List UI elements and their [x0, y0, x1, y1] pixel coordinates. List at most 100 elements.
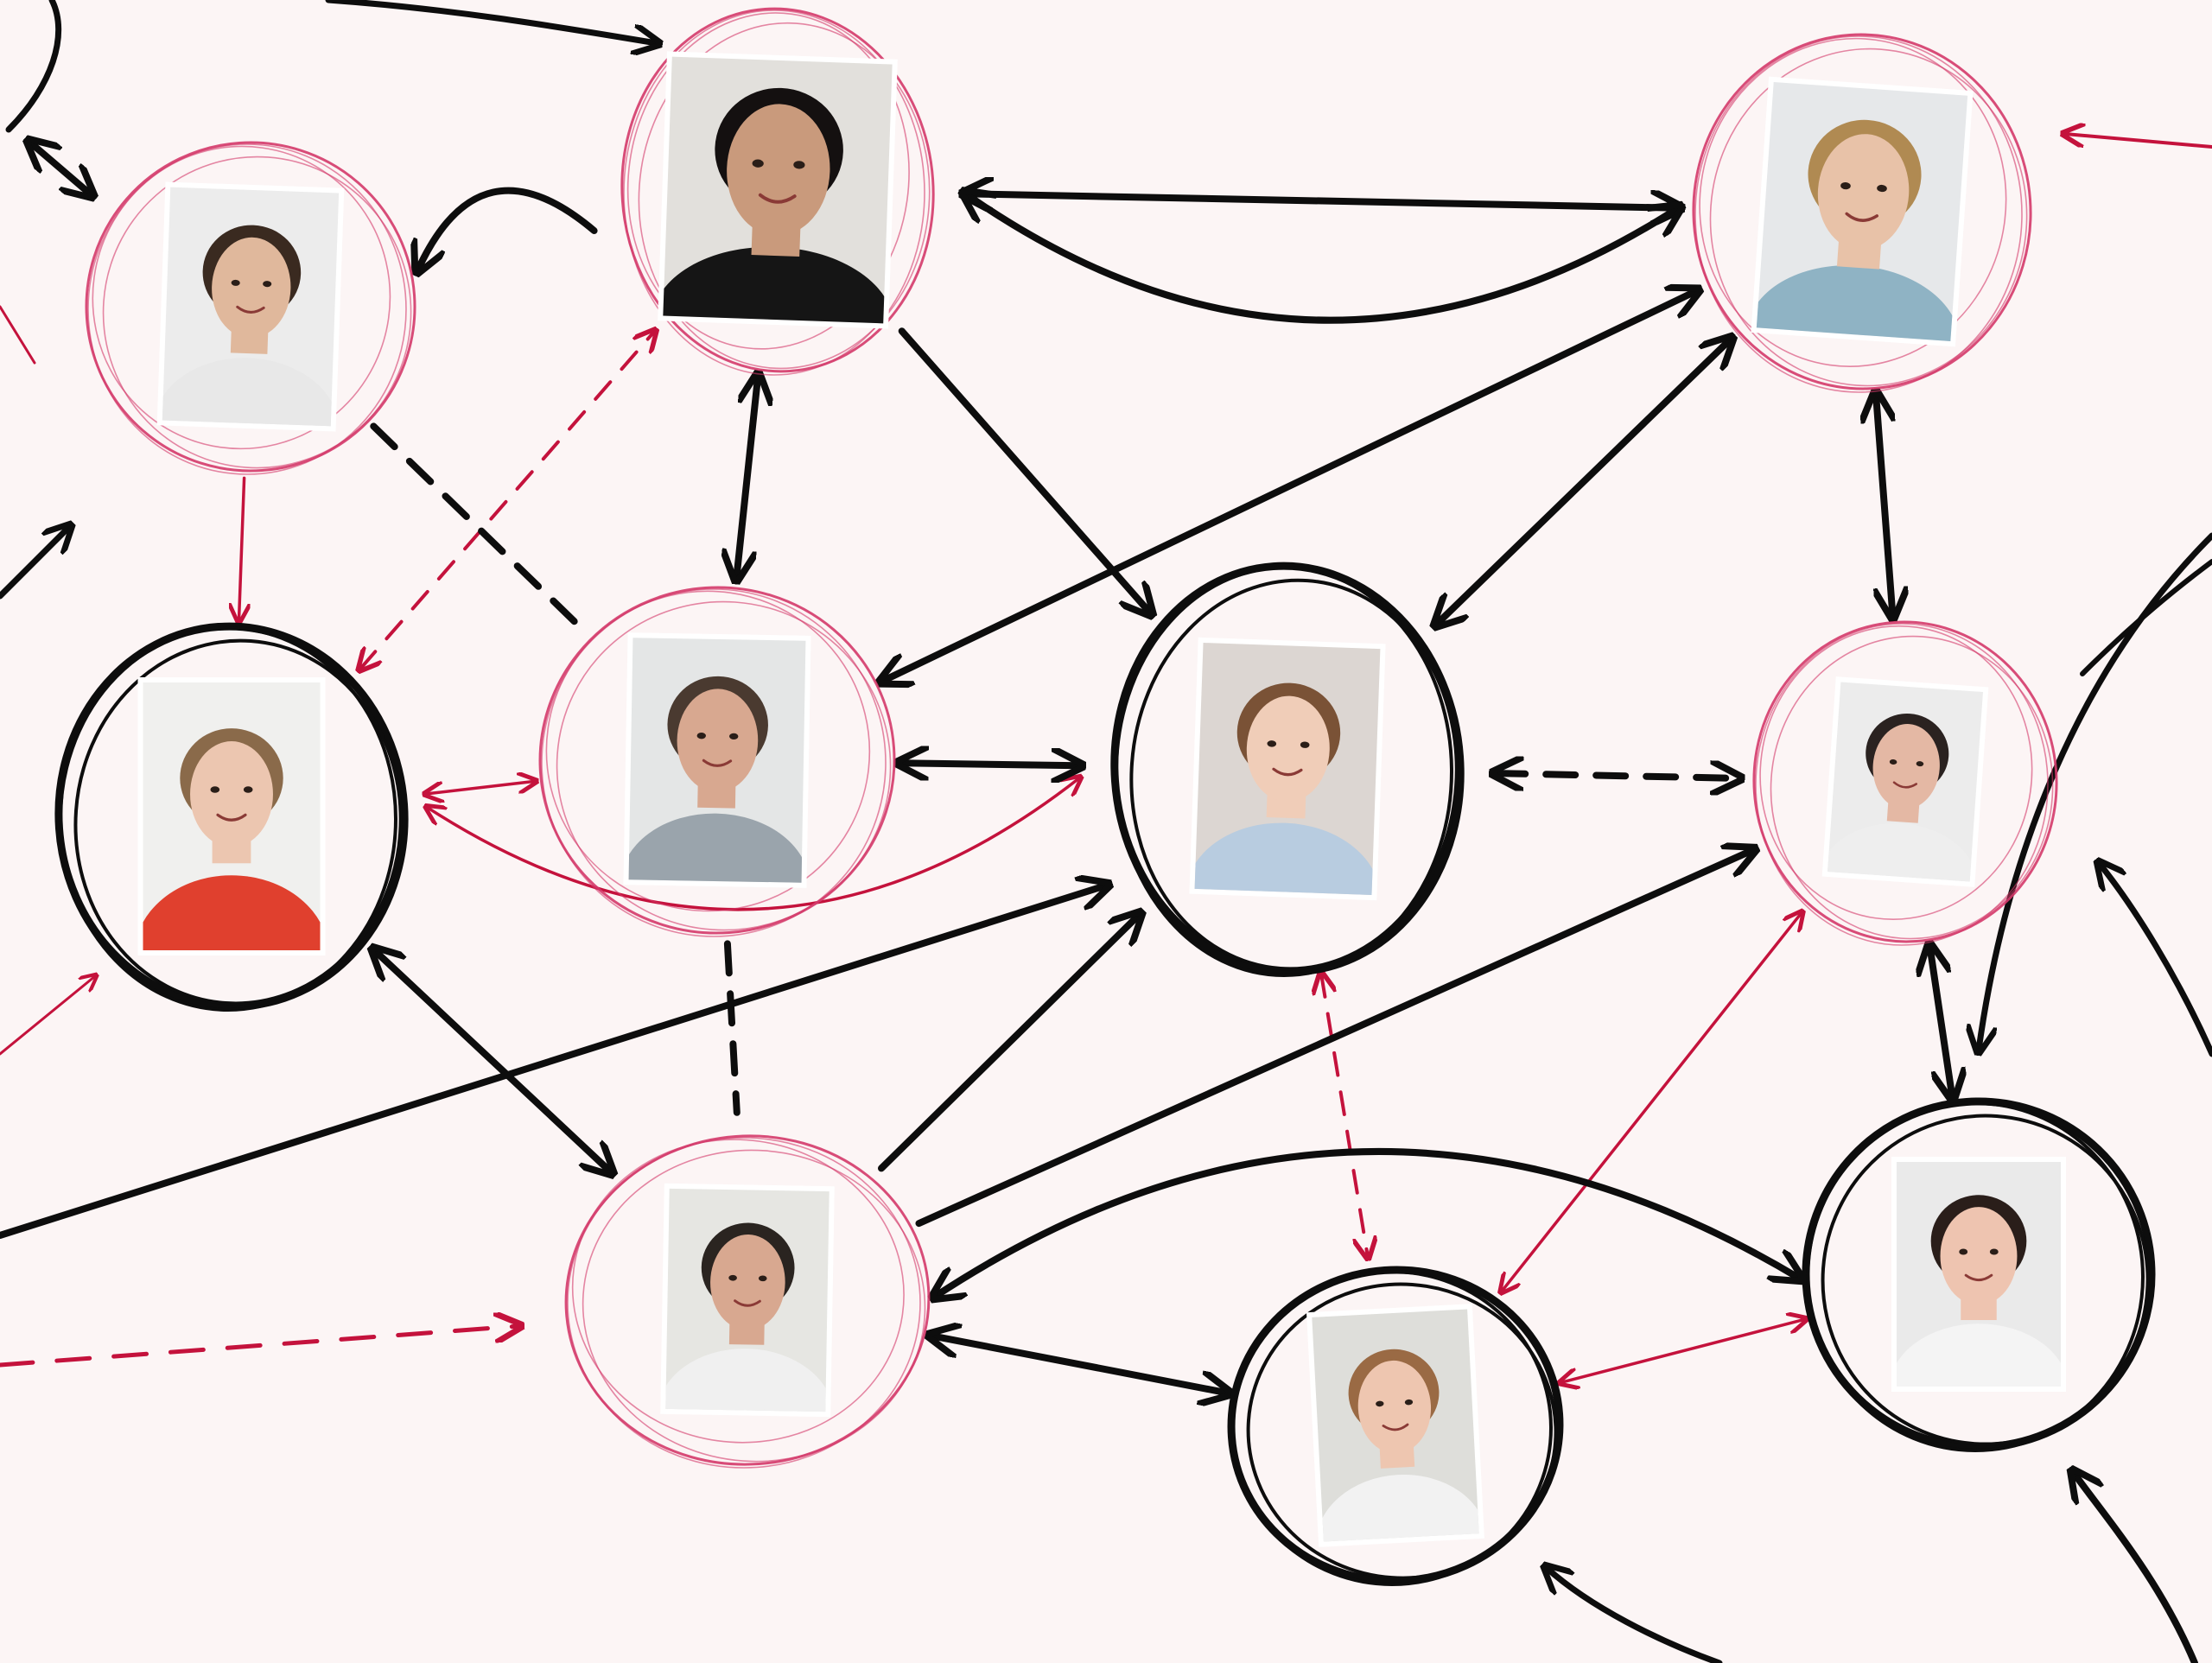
connections-layer	[239, 191, 1953, 1393]
connection-man-curly-hair-to-woman-blonde	[966, 194, 1679, 208]
person-portrait-icon	[1316, 1349, 1479, 1542]
person-portrait-icon	[628, 676, 806, 883]
woman-blonde-ring	[1699, 37, 2007, 367]
person-portrait-icon	[663, 87, 893, 324]
man-short-hair-left-ring	[85, 141, 416, 473]
person-node-woman-center[interactable]	[1101, 555, 1474, 984]
connection-man-short-hair-left-to-woman-left	[239, 476, 245, 620]
connection-man-short-hair-left-to-man-bald-center	[370, 422, 589, 636]
woman-bottom-center-ring	[1231, 1270, 1553, 1586]
woman-glasses-ring	[1759, 625, 2033, 920]
person-portrait-icon	[162, 225, 340, 427]
connection-offcanvas-left-1	[0, 305, 36, 365]
connection-offcanvas-top	[325, 0, 657, 43]
connection-man-bottom-to-woman-center	[878, 915, 1139, 1172]
woman-glasses-photo	[1821, 676, 1989, 887]
connection-offcanvas-top-left	[5, 0, 62, 133]
person-node-woman-left[interactable]	[46, 615, 417, 1037]
person-node-woman-bottom-center[interactable]	[1221, 1259, 1570, 1614]
connection-man-curly-hair-to-woman-blonde	[966, 194, 1679, 324]
woman-bottom-right-photo	[1891, 1157, 2066, 1392]
woman-blonde-ring	[1694, 35, 2023, 393]
man-short-hair-left-ring	[92, 145, 391, 450]
woman-left-ring	[73, 638, 403, 1006]
man-curly-hair-ring	[626, 12, 910, 350]
connection-offcanvas-right-3	[2100, 864, 2212, 1057]
woman-bottom-center-photo	[1306, 1304, 1484, 1547]
woman-bottom-center-ring	[1246, 1282, 1558, 1580]
woman-blonde-ring	[1692, 33, 2032, 390]
man-bald-center-ring	[541, 588, 887, 937]
connection-offcanvas-right-5	[2080, 559, 2212, 676]
man-bald-center-ring	[556, 600, 892, 931]
connection-woman-blonde-to-woman-glasses	[1876, 395, 1892, 615]
man-bottom-ring	[582, 1149, 926, 1463]
woman-center-ring	[1129, 578, 1459, 971]
person-node-man-short-hair-left[interactable]	[73, 127, 426, 501]
connection-woman-bottom-right-to-man-bottom	[936, 1148, 1800, 1296]
woman-glasses-ring	[1755, 623, 2049, 946]
connection-man-bald-center-to-woman-center	[901, 763, 1079, 765]
woman-glasses-ring	[1770, 635, 2054, 940]
man-bottom-ring	[564, 1134, 931, 1466]
connection-woman-glasses-to-woman-bottom-right	[1930, 948, 1953, 1097]
connection-woman-center-to-woman-blonde	[1437, 340, 1730, 624]
woman-blonde-ring	[1709, 48, 2028, 387]
person-node-woman-glasses[interactable]	[1741, 608, 2067, 952]
man-short-hair-left-ring	[102, 156, 412, 469]
man-bald-center-photo	[623, 632, 811, 888]
connection-man-bottom-to-woman-bottom-center	[932, 1336, 1228, 1393]
man-curly-hair-ring	[620, 7, 935, 373]
connection-offcanvas-left-3	[0, 976, 95, 1056]
connection-woman-center-to-woman-glasses	[1496, 773, 1738, 778]
connection-man-bald-center-to-man-bottom	[723, 940, 741, 1116]
connection-woman-left-to-man-bald-center	[427, 781, 535, 794]
connection-woman-bottom-right-to-woman-bottom-center	[1561, 1319, 1805, 1382]
person-node-woman-blonde[interactable]	[1679, 19, 2043, 421]
woman-center-photo	[1189, 637, 1386, 901]
man-bottom-ring	[567, 1137, 921, 1469]
people-nodes-layer	[46, 0, 2164, 1614]
woman-blonde-photo	[1751, 76, 1974, 347]
person-node-man-bald-center[interactable]	[525, 570, 906, 960]
person-portrait-icon	[1194, 682, 1381, 895]
man-bald-center-ring	[545, 590, 871, 912]
connection-offcanvas-right-4	[2074, 1473, 2198, 1663]
person-node-woman-bottom-right[interactable]	[1795, 1090, 2164, 1459]
woman-left-photo	[137, 677, 326, 955]
connection-offcanvas-right-2	[1979, 532, 2212, 1050]
man-short-hair-left-ring	[87, 143, 407, 475]
connection-woman-glasses-to-woman-bottom-center	[1502, 913, 1802, 1292]
woman-left-ring	[59, 626, 397, 1012]
man-curly-hair-photo	[658, 51, 898, 329]
man-curly-hair-ring	[623, 10, 925, 376]
connection-offcanvas-right-1	[2065, 134, 2212, 149]
person-portrait-icon	[665, 1222, 830, 1412]
woman-center-ring	[1115, 566, 1453, 977]
connection-offcanvas-bottom	[1547, 1568, 1723, 1663]
person-portrait-icon	[1897, 1195, 2061, 1387]
woman-bottom-right-ring	[1821, 1114, 2150, 1446]
connection-woman-left-to-man-curly-hair	[360, 332, 654, 669]
connection-offcanvas-top-left-arrow	[30, 143, 91, 194]
man-curly-hair-ring	[638, 22, 931, 370]
connection-woman-center-to-woman-bottom-center	[1321, 974, 1368, 1256]
woman-glasses-ring	[1752, 620, 2058, 943]
person-portrait-icon	[143, 728, 321, 950]
man-bottom-ring	[571, 1139, 905, 1444]
man-short-hair-left-photo	[156, 181, 345, 432]
connection-man-curly-hair-to-man-short-hair-left	[418, 187, 598, 270]
connection-woman-left-to-woman-center	[428, 778, 1079, 911]
person-node-man-bottom[interactable]	[553, 1118, 940, 1482]
connection-offcanvas-left-5	[0, 1326, 518, 1368]
person-node-man-curly-hair[interactable]	[607, 0, 945, 407]
connection-offcanvas-left-2	[0, 527, 69, 600]
connection-offcanvas-left-4	[0, 885, 1106, 1239]
connection-woman-left-to-man-bottom	[375, 950, 611, 1171]
woman-bottom-right-ring	[1806, 1101, 2145, 1452]
man-bottom-photo	[660, 1183, 835, 1418]
connection-man-curly-hair-to-man-bald-center	[736, 377, 758, 577]
man-bald-center-ring	[538, 586, 896, 935]
